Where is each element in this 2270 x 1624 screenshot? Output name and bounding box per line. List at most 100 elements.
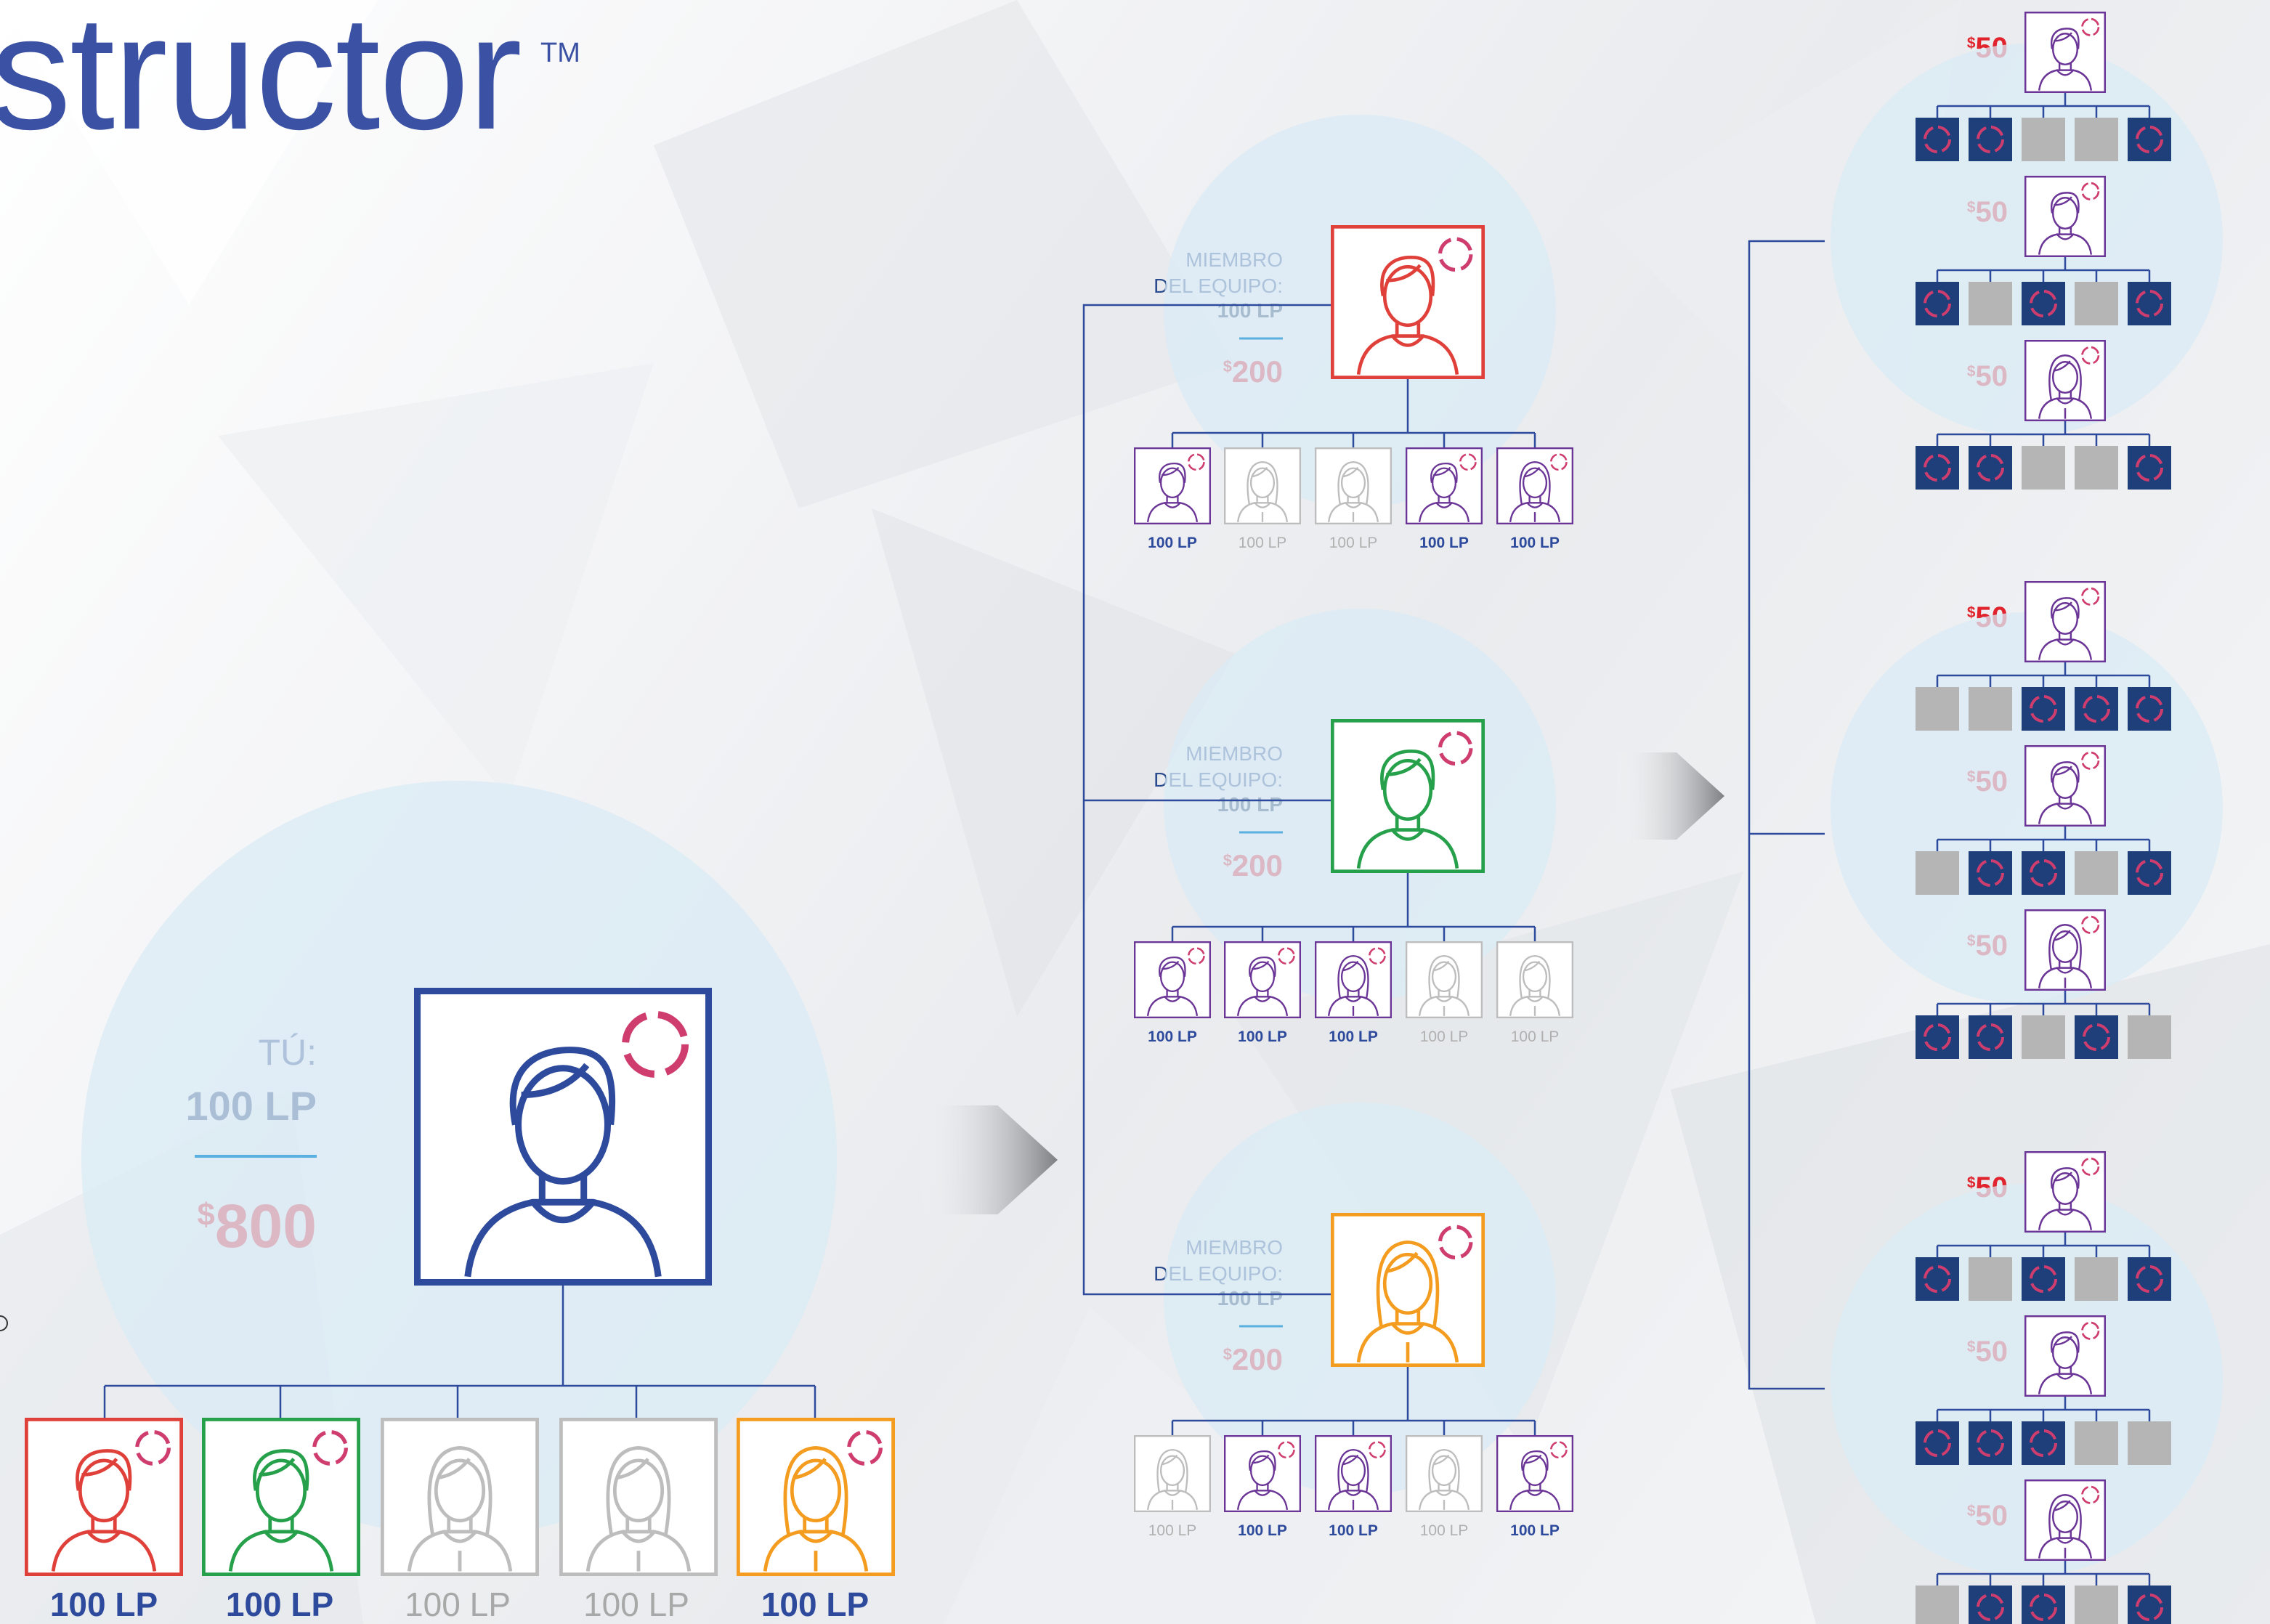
active-member-square — [2128, 282, 2171, 325]
arrow-right-icon — [1614, 752, 1724, 840]
inactive-member-square — [2075, 446, 2118, 490]
personal-member-1-lp: 100 LP — [49, 1586, 158, 1623]
inactive-member-square — [2128, 1015, 2171, 1059]
currency-symbol: $ — [1966, 34, 1976, 52]
recycle-icon — [1459, 453, 1477, 471]
personal-member-3-lp: 100 LP — [405, 1586, 511, 1623]
active-member-square — [1969, 446, 2012, 490]
connector-lines — [1936, 257, 2151, 282]
recycle-icon — [622, 1010, 689, 1078]
inactive-member-square — [2128, 1421, 2171, 1465]
active-member-square — [1916, 1257, 1959, 1301]
downline-member-avatar — [1315, 1435, 1393, 1513]
active-member-square — [2022, 1257, 2065, 1301]
inactive-member-square — [1969, 1257, 2012, 1301]
downline-member-avatar — [1496, 1435, 1574, 1513]
active-member-square — [2128, 1257, 2171, 1301]
recycle-icon — [1368, 1441, 1386, 1459]
active-member-square — [2022, 1586, 2065, 1624]
downline-member-avatar — [1496, 447, 1574, 525]
inactive-member-square — [2022, 118, 2065, 161]
active-member-square — [2128, 851, 2171, 895]
downline-member-avatar — [1224, 941, 1302, 1019]
downline-member-lp: 100 LP — [1148, 535, 1197, 551]
active-member-square — [1916, 1421, 1959, 1465]
recycle-icon — [2081, 17, 2100, 36]
downline-member-avatar — [1224, 447, 1302, 525]
connector-lines — [1936, 662, 2151, 687]
currency-symbol: $ — [1966, 604, 1976, 621]
downline-member-avatar — [1496, 941, 1574, 1019]
recycle-icon — [1438, 731, 1473, 766]
recycle-icon — [1277, 947, 1295, 965]
team-member-1-avatar — [1331, 225, 1485, 379]
third-level-member-avatar — [2024, 909, 2106, 991]
active-member-square — [1969, 1421, 2012, 1465]
downline-member-lp: 100 LP — [1148, 1028, 1197, 1045]
page-title: structor — [0, 0, 522, 163]
connector-lines — [1936, 1561, 2151, 1586]
inactive-member-square — [1916, 851, 1959, 895]
active-member-square — [2128, 1586, 2171, 1624]
inactive-member-square — [2075, 1586, 2118, 1624]
active-member-square — [1916, 118, 1959, 161]
inactive-member-square — [1969, 687, 2012, 731]
downline-member-lp: 100 LP — [1419, 1028, 1469, 1045]
recycle-icon — [1549, 1441, 1568, 1459]
downline-member-avatar — [1134, 447, 1212, 525]
downline-member-avatar — [1315, 447, 1393, 525]
active-member-square — [1969, 1015, 2012, 1059]
personal-member-5-avatar — [737, 1417, 896, 1576]
recycle-icon — [2081, 1321, 2100, 1340]
inactive-member-square — [2075, 851, 2118, 895]
active-member-square — [2022, 851, 2065, 895]
active-member-square — [2128, 118, 2171, 161]
active-member-square — [2022, 282, 2065, 325]
inactive-member-square — [2075, 1421, 2118, 1465]
inactive-member-square — [2075, 282, 2118, 325]
recycle-icon — [312, 1429, 349, 1466]
connector-lines — [1936, 1397, 2151, 1421]
arrow-right-icon — [917, 1105, 1058, 1214]
third-level-member-avatar — [2024, 175, 2106, 257]
third-level-member-avatar — [2024, 12, 2106, 94]
downline-member-avatar — [1315, 941, 1393, 1019]
active-member-square — [1916, 446, 1959, 490]
active-member-square — [2128, 446, 2171, 490]
personal-member-5-lp: 100 LP — [761, 1586, 870, 1623]
connector-lines — [1171, 379, 1536, 447]
active-member-square — [1969, 851, 2012, 895]
personal-member-2-lp: 100 LP — [225, 1586, 334, 1623]
downline-member-avatar — [1134, 1435, 1212, 1513]
recycle-icon — [1438, 237, 1473, 272]
connector-lines — [1936, 1233, 2151, 1257]
active-member-square — [1916, 282, 1959, 325]
active-member-square — [2022, 687, 2065, 731]
connector-lines — [1936, 93, 2151, 118]
team-member-2-avatar — [1331, 718, 1485, 873]
recycle-icon — [135, 1429, 171, 1466]
downline-member-lp: 100 LP — [1419, 535, 1469, 551]
connector-lines — [1748, 240, 1825, 1390]
recycle-icon — [2081, 587, 2100, 606]
recycle-icon — [1187, 453, 1205, 471]
personal-member-4-lp: 100 LP — [583, 1586, 689, 1623]
recycle-icon — [2081, 1157, 2100, 1176]
recycle-icon — [2081, 915, 2100, 934]
active-member-square — [2128, 687, 2171, 731]
currency-symbol: $ — [1966, 1174, 1976, 1191]
downline-member-lp: 100 LP — [1238, 1028, 1287, 1045]
third-level-member-avatar — [2024, 745, 2106, 827]
inactive-member-square — [1969, 282, 2012, 325]
inactive-member-square — [1916, 687, 1959, 731]
connector-lines — [1171, 873, 1536, 941]
active-member-square — [1969, 1586, 2012, 1624]
recycle-icon — [2081, 751, 2100, 770]
recycle-icon — [2081, 1485, 2100, 1504]
downline-member-lp: 100 LP — [1329, 1522, 1378, 1539]
downline-member-lp: 100 LP — [1329, 535, 1378, 551]
downline-member-lp: 100 LP — [1419, 1522, 1469, 1539]
connector-lines — [1936, 991, 2151, 1015]
connector-lines — [1936, 421, 2151, 446]
personal-member-3-avatar — [381, 1417, 540, 1576]
